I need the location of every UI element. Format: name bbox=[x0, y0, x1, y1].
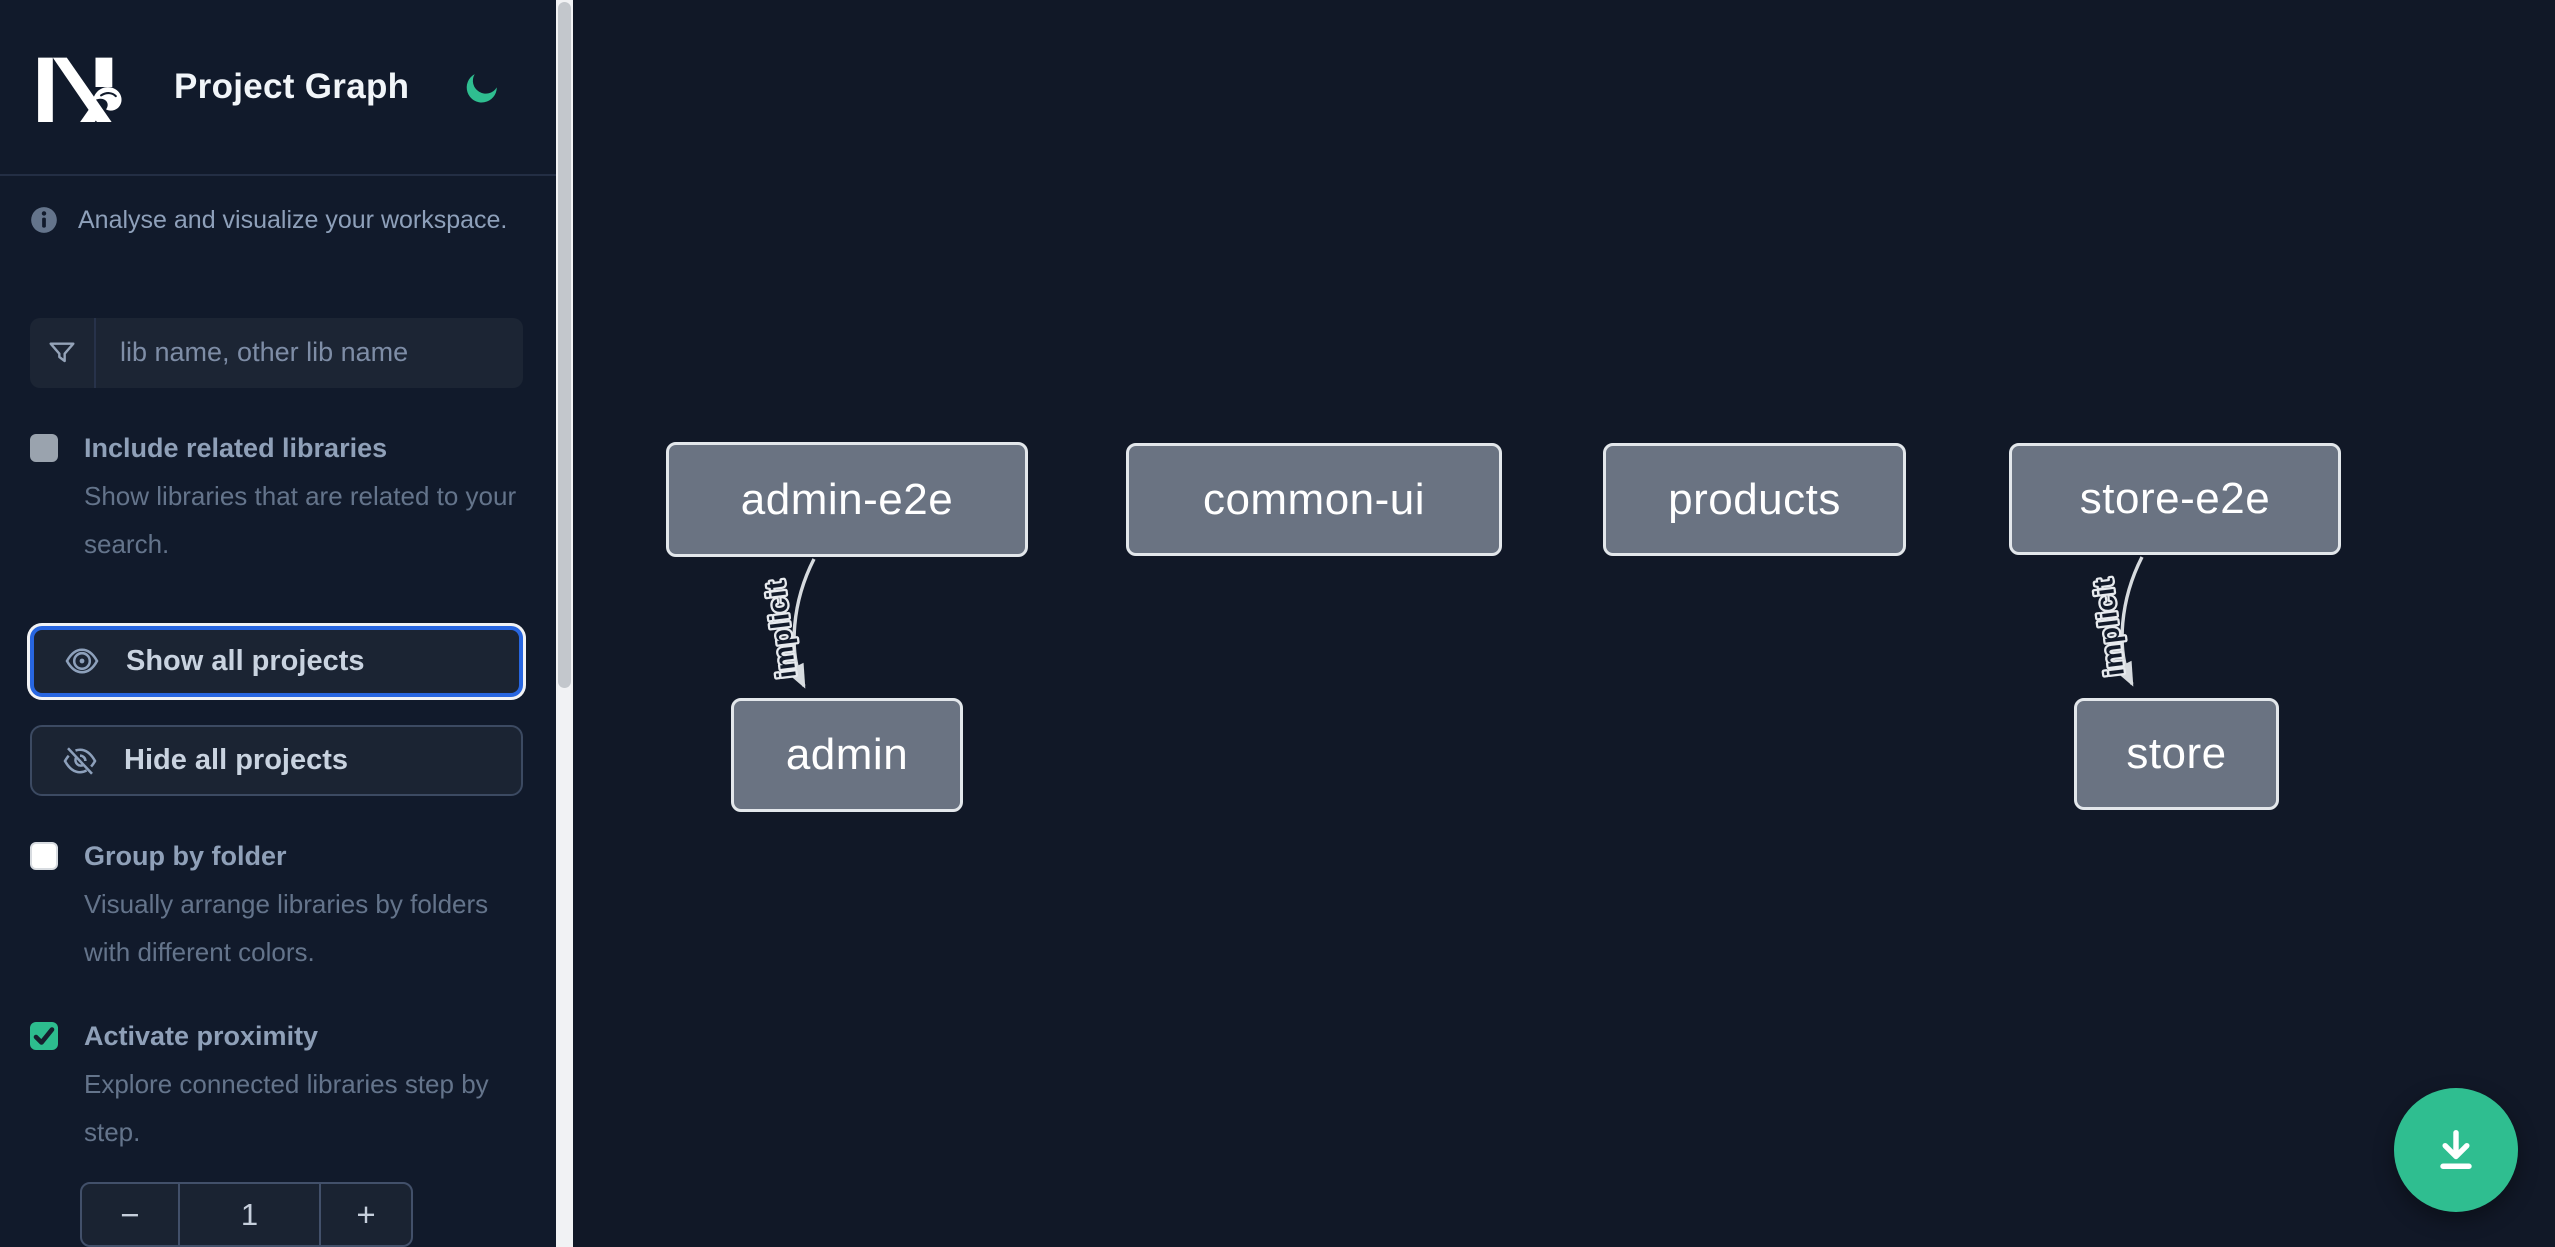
proximity-depth-value: 1 bbox=[178, 1184, 321, 1245]
proximity-depth-stepper: − 1 + bbox=[80, 1182, 413, 1247]
checkmark-icon bbox=[33, 1027, 55, 1045]
info-icon bbox=[31, 207, 57, 233]
option-description: Show libraries that are related to your … bbox=[84, 480, 517, 559]
project-node-store-e2e[interactable]: store-e2e bbox=[2009, 443, 2341, 555]
moon-icon bbox=[466, 74, 497, 103]
hide-all-projects-button[interactable]: Hide all projects bbox=[30, 725, 523, 797]
show-all-projects-label: Show all projects bbox=[126, 644, 365, 677]
project-node-admin-e2e[interactable]: admin-e2e bbox=[666, 442, 1028, 557]
sidebar-header: Project Graph bbox=[0, 0, 556, 176]
hide-all-projects-label: Hide all projects bbox=[124, 744, 349, 777]
option-description: Visually arrange libraries by folders wi… bbox=[84, 889, 489, 968]
edge-store-e2e-to-store bbox=[2113, 556, 2144, 687]
project-node-common-ui[interactable]: common-ui bbox=[1126, 443, 1502, 556]
option-label: Activate proximity bbox=[84, 1021, 319, 1052]
project-node-products[interactable]: products bbox=[1603, 443, 1906, 556]
eye-off-icon bbox=[63, 746, 97, 775]
filter-input[interactable] bbox=[96, 318, 523, 388]
edge-label-implicit: implicit bbox=[760, 578, 802, 679]
download-icon bbox=[2440, 1129, 2472, 1169]
info-text: Analyse and visualize your workspace. bbox=[78, 206, 508, 234]
proximity-decrement-button[interactable]: − bbox=[120, 1195, 140, 1233]
node-label: products bbox=[1668, 474, 1841, 524]
sidebar-scrollbar[interactable] bbox=[556, 0, 573, 1247]
download-image-button[interactable] bbox=[2394, 1088, 2518, 1212]
graph-canvas[interactable]: implicit implicit admin-e2e common-ui pr… bbox=[573, 0, 2555, 1247]
show-all-projects-button[interactable]: Show all projects bbox=[30, 625, 523, 698]
project-node-store[interactable]: store bbox=[2074, 698, 2279, 810]
page-title: Project Graph bbox=[174, 67, 410, 106]
node-label: store bbox=[2126, 729, 2227, 778]
project-node-admin[interactable]: admin bbox=[731, 698, 963, 812]
funnel-icon bbox=[30, 318, 96, 388]
edge-label-implicit: implicit bbox=[2088, 576, 2130, 677]
scrollbar-thumb[interactable] bbox=[558, 2, 571, 688]
proximity-increment-button[interactable]: + bbox=[356, 1195, 376, 1233]
node-label: admin-e2e bbox=[740, 474, 954, 524]
dependency-edges: implicit implicit bbox=[758, 556, 2144, 689]
eye-icon bbox=[65, 648, 99, 674]
option-label: Group by folder bbox=[84, 841, 287, 872]
filter-box bbox=[30, 318, 523, 388]
edge-admin-e2e-to-admin bbox=[785, 558, 816, 689]
activate-proximity-checkbox[interactable] bbox=[30, 1022, 58, 1051]
node-label: common-ui bbox=[1202, 474, 1426, 524]
workspace-info: Analyse and visualize your workspace. bbox=[30, 204, 526, 236]
node-label: admin bbox=[785, 730, 909, 779]
option-description: Explore connected libraries step by step… bbox=[84, 1069, 489, 1148]
option-group-by-folder: Group by folder Visually arrange librari… bbox=[30, 840, 523, 976]
include-related-checkbox[interactable] bbox=[30, 433, 58, 462]
theme-toggle-button[interactable] bbox=[460, 61, 504, 113]
group-by-folder-checkbox[interactable] bbox=[30, 842, 58, 871]
option-activate-proximity: Activate proximity Explore connected lib… bbox=[30, 1020, 523, 1156]
node-label: store-e2e bbox=[2079, 474, 2271, 523]
nx-logo bbox=[38, 57, 122, 122]
option-include-related-libraries: Include related libraries Show libraries… bbox=[30, 432, 523, 568]
sidebar: Project Graph Analyse and visualize your… bbox=[0, 0, 556, 1247]
option-label: Include related libraries bbox=[84, 432, 388, 463]
